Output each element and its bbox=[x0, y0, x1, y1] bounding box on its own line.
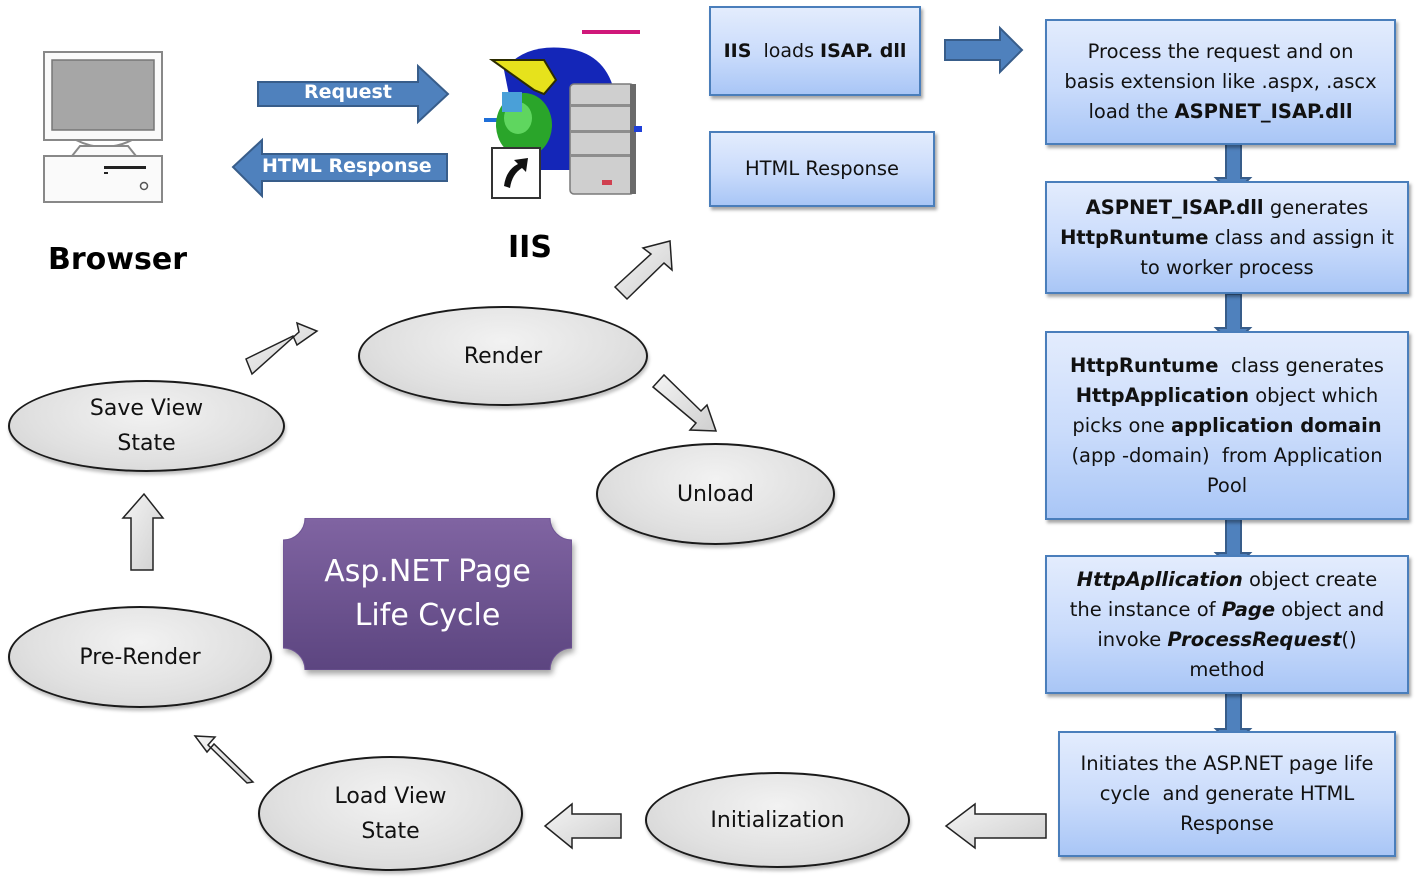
emphasis-segment: application domain bbox=[1171, 413, 1382, 437]
iis-label: IIS bbox=[508, 230, 552, 265]
text-line: the instance of Page object and bbox=[1070, 595, 1385, 625]
iis-server-icon bbox=[484, 30, 642, 202]
emphasis-segment: ASPNET_ISAP.dll bbox=[1085, 195, 1264, 219]
arrow-loadviewstate-to-prerender bbox=[193, 735, 255, 784]
text-segment: method bbox=[1189, 657, 1265, 681]
emphasis-segment: HttpRuntume bbox=[1060, 225, 1209, 249]
stage-load-view-state: Load View State bbox=[258, 756, 523, 871]
text-segment: object which bbox=[1249, 383, 1379, 407]
box-initiates-lifecycle: Initiates the ASP.NET page life cycle and… bbox=[1058, 731, 1396, 857]
stage-render-label: Render bbox=[463, 343, 543, 369]
stage-render: Render bbox=[358, 306, 648, 406]
text-line: basis extension like .aspx, .ascx bbox=[1064, 67, 1376, 97]
to-process-arrow bbox=[944, 25, 1024, 75]
text-segment: loads bbox=[751, 40, 821, 62]
text-segment: basis extension like .aspx, .ascx bbox=[1064, 70, 1377, 93]
text-segment: (app -domain) from Application bbox=[1071, 443, 1383, 467]
box-iis-loads-isap-text: IIS loads ISAP. dll bbox=[724, 36, 907, 66]
emphasis-segment: IIS bbox=[723, 40, 752, 62]
text-segment: Initiates the ASP.NET page life bbox=[1080, 752, 1374, 775]
request-arrow bbox=[257, 63, 450, 125]
text-segment: invoke bbox=[1097, 627, 1168, 651]
text-segment: object and bbox=[1275, 597, 1385, 621]
arrow-initialization-to-loadviewstate bbox=[543, 802, 622, 850]
stage-initialization-label: Initialization bbox=[710, 807, 845, 833]
text-line: (app -domain) from Application bbox=[1070, 441, 1384, 471]
request-label: Request bbox=[304, 81, 392, 103]
text-segment: the instance of bbox=[1069, 597, 1222, 621]
text-segment: cycle and generate HTML bbox=[1099, 782, 1355, 805]
text-line: to worker process bbox=[1060, 253, 1394, 283]
emphasis-segment: Page bbox=[1221, 597, 1276, 621]
box-initiates-lifecycle-text: Initiates the ASP.NET page life cycle and… bbox=[1081, 749, 1374, 839]
stage-initialization: Initialization bbox=[645, 772, 910, 868]
emphasis-segment: HttpRuntume bbox=[1070, 353, 1219, 377]
box-html-response-text: HTML Response bbox=[744, 157, 900, 180]
text-segment: object create bbox=[1242, 567, 1378, 591]
page-title-badge: Asp.NET Page Life Cycle bbox=[283, 518, 572, 670]
stage-pre-render: Pre-Render bbox=[8, 606, 272, 708]
text-line: HttpRuntume class and assign it bbox=[1060, 223, 1394, 253]
text-line: Pool bbox=[1070, 471, 1384, 501]
arrow-saveviewstate-to-render bbox=[245, 321, 319, 376]
arrow-render-to-iis bbox=[613, 240, 673, 301]
text-line: Response bbox=[1081, 809, 1374, 839]
text-line: invoke ProcessRequest() bbox=[1070, 625, 1385, 655]
text-segment: generates bbox=[1263, 195, 1369, 219]
stage-load-view-state-label: Load View State bbox=[334, 783, 447, 844]
text-segment: () bbox=[1341, 627, 1357, 651]
emphasis-segment: ProcessRequest bbox=[1167, 627, 1342, 651]
stage-pre-render-label: Pre-Render bbox=[79, 644, 201, 670]
browser-label: Browser bbox=[48, 242, 187, 277]
text-segment: class generates bbox=[1218, 353, 1384, 377]
html-response-label: HTML Response bbox=[262, 155, 432, 177]
page-title-line-2: Life Cycle bbox=[354, 598, 501, 633]
text-line: HttpRuntume class generates bbox=[1070, 351, 1384, 381]
stage-unload-label: Unload bbox=[676, 481, 755, 507]
arrow-prerender-to-saveviewstate bbox=[121, 492, 165, 571]
text-line: picks one application domain bbox=[1070, 411, 1384, 441]
page-title-line-1: Asp.NET Page bbox=[324, 554, 531, 589]
text-segment: Response bbox=[1180, 812, 1274, 835]
text-line: ASPNET_ISAP.dll generates bbox=[1060, 193, 1394, 223]
desktop-computer-icon bbox=[42, 50, 166, 204]
arrow-initiates-to-initialization bbox=[944, 802, 1047, 850]
text-line: load the ASPNET_ISAP.dll bbox=[1064, 97, 1376, 127]
text-line: HttpApplication object which bbox=[1070, 381, 1384, 411]
emphasis-segment: ISAP. dll bbox=[820, 40, 907, 62]
emphasis-segment: HttpApplication bbox=[1075, 383, 1249, 407]
text-line: cycle and generate HTML bbox=[1081, 779, 1374, 809]
box-process-request: Process the request and on basis extensio… bbox=[1045, 19, 1396, 145]
page-title: Asp.NET Page Life Cycle bbox=[324, 550, 531, 638]
text-segment: class and assign it bbox=[1208, 225, 1394, 249]
text-line: method bbox=[1070, 655, 1385, 685]
box-html-response: HTML Response bbox=[709, 131, 935, 207]
text-segment: to worker process bbox=[1140, 255, 1314, 279]
text-line: HttpApllication object create bbox=[1070, 565, 1385, 595]
box-process-request-text: Process the request and on basis extensio… bbox=[1064, 37, 1376, 127]
stage-unload: Unload bbox=[596, 443, 835, 545]
emphasis-segment: HttpApllication bbox=[1076, 567, 1243, 591]
stage-save-view-state-label: Save View State bbox=[89, 396, 204, 456]
text-line: Process the request and on bbox=[1064, 37, 1376, 67]
arrow-render-to-unload bbox=[651, 373, 718, 432]
text-line: Initiates the ASP.NET page life bbox=[1081, 749, 1374, 779]
emphasis-segment: ASPNET_ISAP.dll bbox=[1174, 100, 1353, 123]
box-iis-loads-isap: IIS loads ISAP. dll bbox=[709, 6, 921, 96]
html-response-arrow bbox=[231, 137, 448, 199]
text-segment: Process the request and on bbox=[1087, 40, 1354, 63]
text-segment: load the bbox=[1088, 100, 1175, 123]
text-segment: picks one bbox=[1072, 413, 1171, 437]
stage-save-view-state: Save View State bbox=[8, 380, 285, 472]
text-segment: Pool bbox=[1206, 473, 1248, 497]
